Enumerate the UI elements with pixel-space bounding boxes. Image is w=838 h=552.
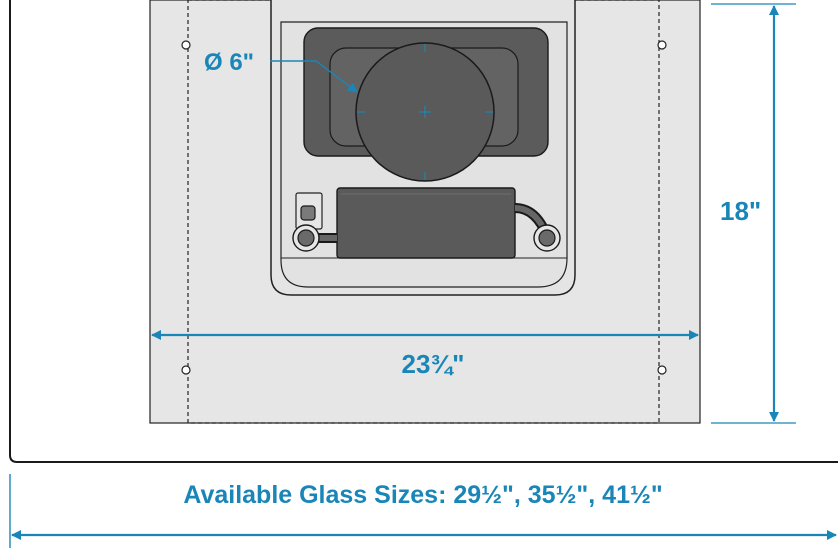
grommet-right-inner: [538, 229, 556, 247]
lamp-center-marks: [357, 44, 493, 180]
glass-outline: [9, 0, 838, 463]
width-label: 23¾": [402, 349, 465, 379]
mounting-hole-top-right: [657, 40, 667, 50]
diameter-label: Ø 6": [204, 49, 254, 76]
height-label: 18": [720, 196, 761, 226]
dashed-glass-boundary: [187, 0, 660, 424]
mounting-hole-bottom-left: [181, 365, 191, 375]
diameter-leader-line: [270, 60, 358, 93]
connector-square: [300, 205, 316, 221]
glass-sizes-label: Available Glass Sizes: 29½", 35½", 41½": [183, 481, 662, 509]
mounting-hole-top-left: [181, 40, 191, 50]
ballast: [336, 187, 516, 259]
grommet-left-inner: [297, 229, 315, 247]
mounting-hole-bottom-right: [657, 365, 667, 375]
